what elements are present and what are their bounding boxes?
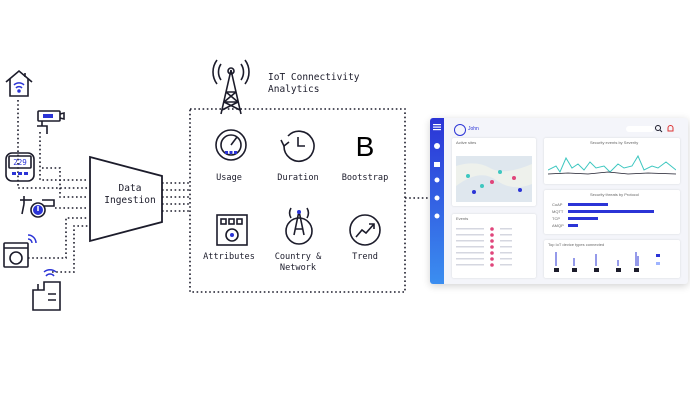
dashboard-search [626,126,654,132]
tile-label-usage: Usage [216,173,242,183]
events-card-title: Security events by Severity [590,140,639,145]
events-table-card: Events [452,214,536,278]
tile-label-attributes: Attributes [203,252,255,262]
events-table-rows [456,227,512,267]
clock-icon [280,130,315,162]
tile-label-duration: Duration [277,173,319,183]
protocol-label: TCP [552,216,560,221]
map-card-title: Active sites [456,140,477,145]
data-ingestion-label: Data Ingestion [104,183,156,206]
avatar [454,124,466,136]
device-types-bars [554,252,660,272]
dashboard-preview: John Active sites Security events by Sev… [430,118,688,284]
smart-valve-icon [20,196,55,218]
protocol-bar [568,217,598,220]
protocol-label: AMQP [552,223,564,228]
map-card: Active sites [452,138,536,206]
hub-title: IoT Connectivity Analytics [268,72,360,95]
protocol-label: MQTT [552,209,564,214]
protocol-bar [568,210,654,213]
map-graphic [456,156,532,202]
protocol-bar [568,224,578,227]
protocol-chart-card: Security threats by Protocol CoAP MQTT T… [544,190,680,234]
cell-tower-icon [212,59,250,115]
tower-globe-icon [285,207,313,245]
tile-label-country-network: Country & Network [274,252,322,273]
ingestion-shape [89,155,163,243]
table-card-title: Events [456,216,469,221]
protocol-bar [568,203,608,206]
protocol-label: CoAP [552,202,563,207]
bootstrap-logo-icon: B [355,131,375,162]
smart-factory-icon [32,268,61,311]
device-types-card: Top IoT device types connected [544,240,680,278]
events-line-chart [548,154,676,175]
tile-label-bootstrap: Bootstrap [341,173,389,183]
sidebar-icons [433,124,441,219]
dashboard-sidebar [430,118,444,284]
washing-machine-icon [3,234,37,268]
smart-home-icon [5,69,33,97]
trend-up-icon [349,214,381,246]
dashboard-user-name: John [468,126,479,132]
gauge-icon [215,129,247,161]
events-chart-card: Security events by Severity [544,138,680,184]
tile-label-trend: Trend [352,252,378,262]
search-bell-icons [655,125,674,133]
protocol-card-title: Security threats by Protocol [590,192,639,197]
meter-reading: 229 [13,158,27,167]
devices-card-title: Top IoT device types connected [548,242,605,247]
settings-panel-icon [216,214,248,246]
security-camera-icon [37,110,65,134]
smart-meter-icon [5,152,35,182]
